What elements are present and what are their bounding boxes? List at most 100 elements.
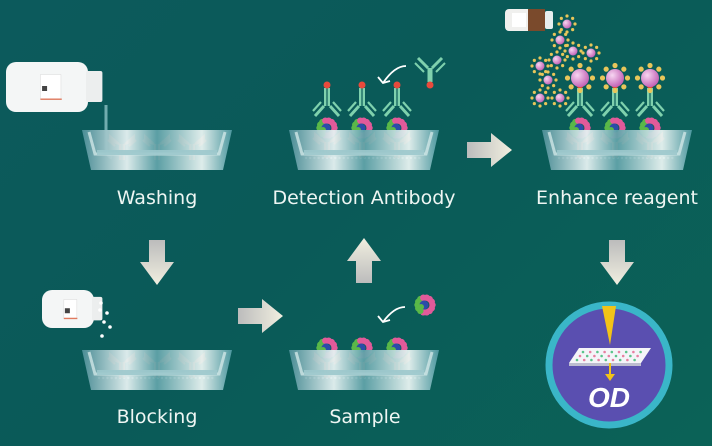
antigen-subunit [330, 121, 337, 128]
enhance-reagent-particle [557, 14, 577, 34]
enhance-reagent-vial [505, 9, 553, 31]
plate-well-dot [618, 358, 622, 362]
enhancer-spike [586, 66, 592, 72]
enhancer-spike [558, 46, 562, 50]
enhancer-spike [577, 43, 581, 47]
enhancer-spike [552, 72, 556, 76]
label-dot [358, 81, 366, 89]
antibody-arm [566, 104, 579, 118]
enhancer-spike [530, 64, 534, 68]
enhancer-spike [532, 90, 536, 94]
enhancer-spike [589, 59, 593, 63]
antigen-subunit [583, 121, 590, 128]
label-stripe [63, 317, 78, 320]
enhancer-spike [656, 66, 662, 72]
well-floor [97, 370, 217, 375]
enhancer-spike [538, 88, 542, 92]
plate-well-dot [607, 354, 611, 358]
enhancer-spike [565, 43, 569, 47]
antigen-subunit [618, 121, 625, 128]
enhancer-spike [564, 32, 568, 36]
enhancer-spike [546, 86, 550, 90]
plate-well-dot [617, 350, 621, 354]
antibody-arm [601, 104, 614, 118]
flow-arrow [347, 238, 381, 283]
enhancer-spike [559, 28, 563, 32]
flow-arrow [600, 240, 634, 285]
enhancer-spike [561, 52, 565, 56]
antibody-heavy-chain [324, 88, 327, 106]
arrow-sample-to-detection [347, 238, 381, 283]
plate-well-dot [581, 350, 585, 354]
detection-antibody [312, 81, 342, 118]
antibody-light-chain [585, 101, 595, 112]
antigen-subunit [365, 341, 372, 348]
enhance-reagent-particle [547, 50, 567, 70]
enhancer-spike [552, 32, 556, 36]
enhancer-spike [595, 45, 599, 49]
step-label-washing: Washing [116, 187, 198, 209]
enhancer-spike [565, 14, 569, 18]
enhancer-spike [532, 58, 536, 62]
blocking-powder-dot [105, 311, 109, 315]
enhancer-spike [568, 66, 574, 72]
antibody-light-chain [332, 101, 342, 112]
plate-well-dot [629, 354, 632, 358]
antibody-heavy-chain [650, 88, 653, 106]
enhancer-spike [552, 84, 556, 88]
enhancer-core [571, 69, 589, 87]
enhancer-spike [595, 57, 599, 61]
bottle-cap [86, 71, 103, 102]
plate-well-dot [575, 358, 579, 362]
plate-well-dot [590, 358, 593, 362]
qr-code-icon [64, 308, 70, 314]
vial-label [512, 13, 526, 27]
enhancer-core [555, 93, 565, 103]
enhancer-spike [577, 62, 583, 69]
antibody-light-chain [414, 62, 425, 73]
antibody-heavy-chain [362, 88, 365, 106]
beam-arrowhead [605, 374, 615, 381]
enhancer-spike [554, 78, 558, 82]
plate-well-dot [596, 350, 599, 354]
enhancer-spike [544, 90, 548, 94]
antibody-arm [363, 104, 376, 118]
enhancer-core [641, 69, 659, 87]
enhancer-spike [577, 87, 583, 94]
enhancer-core [555, 35, 565, 45]
enhancer-spike [558, 88, 562, 92]
antibody-heavy-chain [327, 88, 330, 106]
antibody-arm [416, 56, 430, 70]
well-floor [304, 370, 424, 375]
enhancer-core [606, 69, 624, 87]
antibody-heavy-chain [580, 88, 583, 106]
antibody-arm [616, 104, 629, 118]
plate-well-dot [633, 358, 636, 362]
enhancer-spike [565, 55, 569, 59]
well-floor [97, 150, 217, 155]
flow-arrow [467, 133, 512, 167]
plate-well-dot [626, 358, 629, 362]
enhancer-spike [549, 64, 553, 68]
enhancer-spike [552, 102, 556, 106]
enhancer-spike [564, 102, 568, 106]
enhancer-spike [647, 87, 653, 94]
enhance-reagent-particle [530, 88, 550, 108]
detection-antibody [347, 81, 377, 118]
blocking-powder-dot [100, 334, 104, 338]
step-label-detection-antibody: Detection Antibody [272, 187, 456, 209]
enhancer-spike [597, 51, 601, 55]
arrow-head [377, 76, 391, 85]
arrow-shaft [382, 65, 407, 84]
enhancer-spike [659, 75, 666, 81]
enhancer-spike [546, 70, 550, 74]
arrow-blocking-to-sample [238, 299, 283, 333]
enhancer-spike [612, 62, 618, 69]
antibody-light-chain [382, 101, 392, 112]
enhancer-spike [532, 102, 536, 106]
antibody-heavy-chain [647, 88, 650, 106]
enhancer-spike [538, 72, 542, 76]
antibody-heavy-chain [394, 88, 397, 106]
plate-well-dot [597, 358, 600, 362]
enhancer-spike [638, 66, 644, 72]
